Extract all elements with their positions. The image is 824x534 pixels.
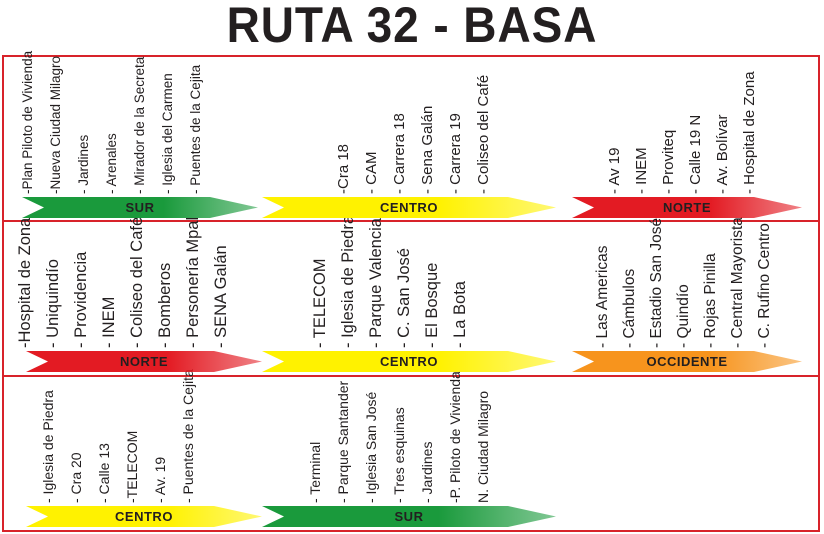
stop-label: - C. San José	[394, 248, 413, 348]
direction-label: SUR	[394, 509, 424, 524]
stop-label: - Parque Valencia	[366, 218, 385, 348]
stop-label: - Puentes de la Cejita	[188, 64, 204, 194]
direction-arrow-shape	[22, 197, 258, 218]
stop-label: -P. Piloto de Vivienda	[447, 371, 463, 503]
stop-label: - Av. 19	[152, 456, 168, 503]
direction-label: CENTRO	[380, 354, 438, 369]
route-section-3	[2, 375, 820, 532]
stop-label: - C. Rufino Centro	[756, 223, 774, 348]
stop-label: - Hospital de Zona	[740, 71, 758, 194]
stop-label: - Iglesia San José	[363, 391, 379, 503]
stop-label: -Cra 18	[334, 143, 352, 194]
stop-label: - Puentes de la Cejita	[180, 369, 196, 503]
stop-label: - Parque Santander	[335, 380, 351, 503]
direction-banner-2-3: OCCIDENTE	[572, 351, 802, 372]
stop-label: - Coliseo del Café	[474, 74, 492, 194]
stop-label: N. Ciudad Milagro	[475, 390, 491, 503]
direction-arrow-shape	[572, 197, 802, 218]
stop-label: -TELECOM	[124, 430, 140, 503]
direction-label: NORTE	[120, 354, 168, 369]
stop-label: - CAM	[362, 151, 380, 195]
direction-label: SUR	[125, 200, 155, 215]
stop-label: - Providencia	[71, 251, 90, 348]
stop-label: - Calle 19 N	[686, 114, 704, 194]
direction-banner-2-1: NORTE	[26, 351, 262, 372]
direction-label: OCCIDENTE	[646, 354, 728, 369]
direction-arrow-shape	[262, 197, 556, 218]
stop-label: - Calle 13	[96, 443, 112, 503]
stop-label: - Carrera 19	[446, 113, 464, 194]
direction-banner-2-2: CENTRO	[262, 351, 556, 372]
stop-label: -Hospital de Zona	[15, 217, 34, 348]
stop-label: - Terminal	[307, 441, 323, 503]
stop-label: - Sena Galán	[418, 105, 436, 194]
stop-label: - Personería Mpal	[183, 216, 202, 348]
stop-label: - SENA Galán	[211, 245, 230, 348]
stop-label: - Iglesia del Carmen	[160, 73, 176, 194]
stop-label: - Estadio San José	[648, 217, 666, 348]
stop-label: - Las Americas	[594, 245, 612, 348]
direction-banner-3-2: SUR	[262, 506, 556, 527]
stop-label: - Cra 20	[68, 452, 84, 503]
stop-label: - Cámbulos	[621, 268, 639, 348]
stop-label: - INEM	[99, 296, 118, 348]
direction-label: CENTRO	[380, 200, 438, 215]
stop-label: - Central Mayorista	[729, 217, 747, 348]
direction-arrow-shape	[26, 506, 262, 527]
stop-label: - Mirador de la Secreta	[132, 56, 148, 194]
stop-label: - Jardines	[76, 134, 92, 194]
direction-arrow-shape	[26, 351, 262, 372]
stop-label: - Rojas Pinilla	[702, 253, 720, 348]
stop-label: - Jardines	[419, 441, 435, 503]
stop-label: -Nueva Ciudad Milagro	[48, 55, 64, 194]
stop-label: - Iglesia de Piedra	[40, 390, 56, 503]
direction-banner-1-1: SUR	[22, 197, 258, 218]
stop-label: - El Bosque	[422, 262, 441, 348]
stop-label: - Coliseo del Café	[127, 216, 146, 348]
stop-label: - Uniquindío	[43, 259, 62, 348]
route-title: RUTA 32 - BASA	[226, 0, 598, 53]
stop-label: - La Bota	[450, 281, 469, 348]
stop-label: - TELECOM	[310, 258, 329, 348]
stop-label: - Carrera 18	[390, 113, 408, 194]
direction-label: NORTE	[663, 200, 711, 215]
stop-label: - Proviteq	[659, 129, 677, 194]
stop-label: - Bomberos	[155, 262, 174, 348]
direction-banner-1-3: NORTE	[572, 197, 802, 218]
direction-arrow-shape	[572, 351, 802, 372]
stop-label: - Av 19	[605, 147, 623, 194]
direction-label: CENTRO	[115, 509, 173, 524]
stop-label: - Arenales	[104, 133, 120, 194]
stop-label: - Tres esquinas	[391, 407, 407, 503]
stop-label: - Quindío	[675, 284, 693, 348]
stop-label: - INEM	[632, 147, 650, 194]
stop-label: -Plan Piloto de Vivienda	[20, 50, 36, 194]
stop-label: - Iglesia de Piedra	[338, 215, 357, 348]
direction-arrow-shape	[262, 351, 556, 372]
direction-arrow-shape	[262, 506, 556, 527]
direction-banner-1-2: CENTRO	[262, 197, 556, 218]
direction-banner-3-1: CENTRO	[26, 506, 262, 527]
stop-label: - Av. Bolívar	[713, 114, 731, 194]
